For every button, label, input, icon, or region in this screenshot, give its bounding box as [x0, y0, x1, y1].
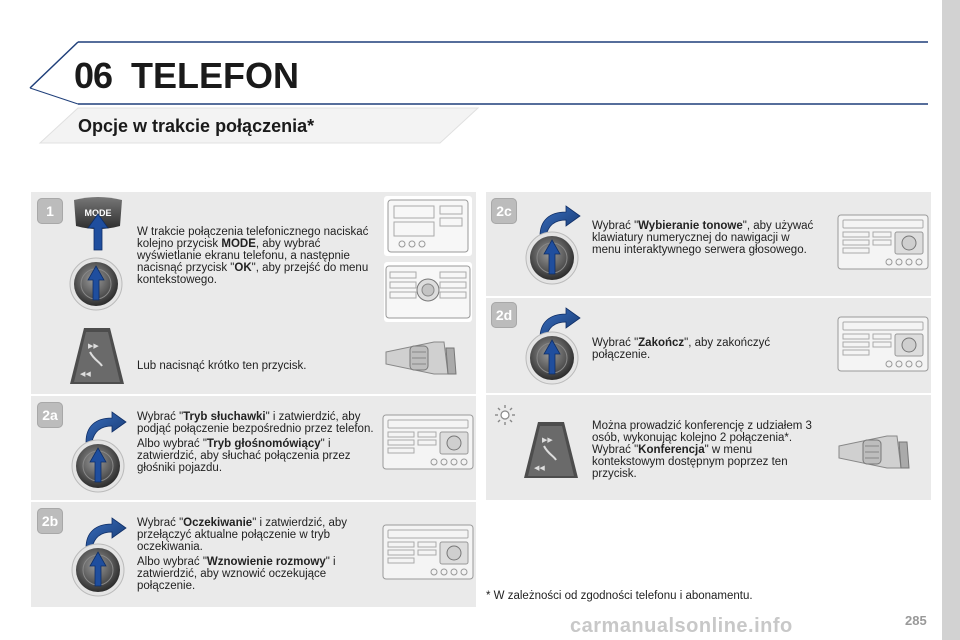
- ok-knob-icon: [68, 256, 124, 312]
- stalk-side-illustration: [384, 330, 476, 386]
- stalk-side-illustration: [837, 424, 929, 480]
- step-badge-2a: 2a: [37, 402, 63, 428]
- ok-knob-icon: [524, 230, 580, 286]
- radio-knob-illustration: [384, 262, 472, 322]
- step-2a-text: Wybrać "Tryb słuchawki" i zatwierdzić, a…: [137, 411, 374, 474]
- steering-stalk-icon: [520, 420, 580, 480]
- step-badge-2c: 2c: [491, 198, 517, 224]
- chapter-title: TELEFON: [131, 55, 299, 96]
- footnote: * W zależności od zgodności telefonu i a…: [486, 590, 753, 602]
- section-title: Opcje w trakcie połączenia*: [78, 116, 315, 136]
- step-1-text: W trakcie połączenia telefonicznego naci…: [137, 226, 369, 286]
- radio-front-illustration: [384, 196, 472, 256]
- radio-panel-illustration: [837, 214, 929, 270]
- header-decoration: [29, 41, 928, 144]
- ok-knob-icon: [524, 330, 580, 386]
- step-badge-1: 1: [37, 198, 63, 224]
- steering-stalk-icon: [66, 326, 126, 386]
- step-2d-text: Wybrać "Zakończ", aby zakończyć połączen…: [592, 337, 771, 361]
- divider: [31, 394, 476, 396]
- step-badge-2d: 2d: [491, 302, 517, 328]
- page-number: 285: [905, 613, 927, 628]
- step-2b-text: Wybrać "Oczekiwanie" i zatwierdzić, aby …: [137, 517, 348, 592]
- step-badge-2b: 2b: [37, 508, 63, 534]
- divider: [486, 296, 931, 298]
- ok-knob-icon: [70, 542, 126, 598]
- tip-lightbulb-icon: [494, 404, 516, 426]
- radio-panel-illustration: [382, 414, 474, 470]
- divider: [31, 500, 476, 502]
- watermark: carmanualsonline.info: [570, 615, 793, 637]
- mode-key-label: MODE: [85, 208, 112, 218]
- chapter-number: 06: [74, 55, 113, 96]
- mode-button-icon: MODE: [72, 196, 124, 252]
- radio-panel-illustration: [382, 524, 474, 580]
- page-side-tab: [942, 0, 960, 640]
- tip-text: Można prowadzić konferencję z udziałem 3…: [592, 420, 812, 480]
- radio-panel-illustration: [837, 316, 929, 372]
- ok-knob-icon: [70, 438, 126, 494]
- step-2c-text: Wybrać "Wybieranie tonowe", aby używać k…: [592, 220, 814, 256]
- divider: [486, 393, 931, 395]
- step-1-alt-text: Lub nacisnąć krótko ten przycisk.: [137, 360, 307, 372]
